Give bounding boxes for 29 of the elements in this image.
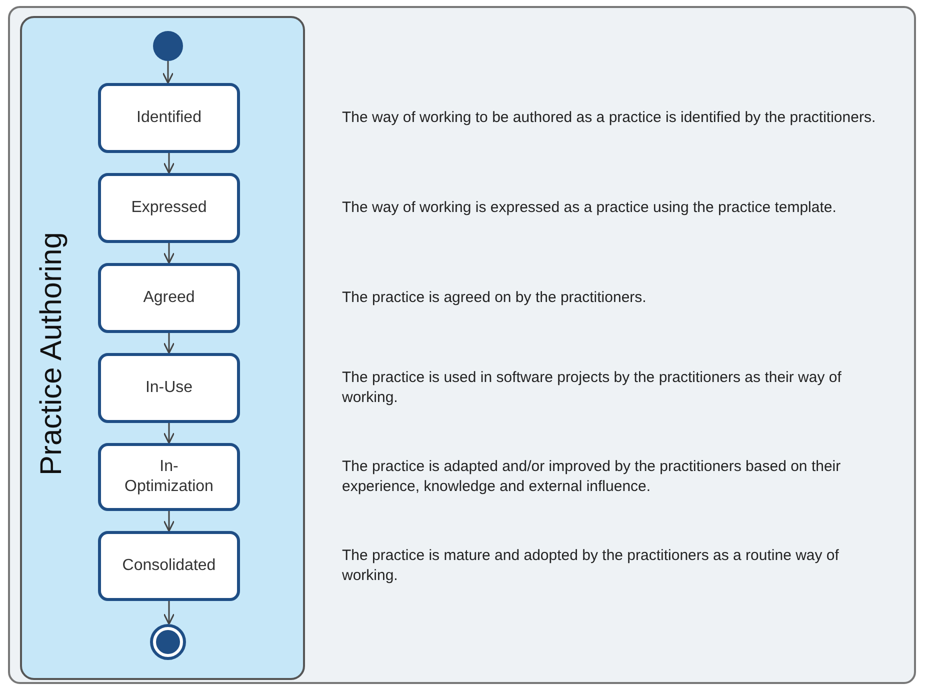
state-label: Expressed — [131, 198, 207, 218]
panel-title: Practice Authoring — [35, 232, 69, 476]
arrow — [162, 61, 174, 84]
final-state-circle — [150, 624, 186, 660]
state-label: Agreed — [143, 288, 195, 308]
description-text: The way of working to be authored as a practice is identified by the practitioners. — [342, 108, 877, 128]
arrow — [163, 511, 175, 532]
description-text: The practice is agreed on by the practitioners. — [342, 288, 648, 308]
arrow — [163, 601, 175, 625]
arrow — [163, 333, 175, 354]
state-box — [98, 531, 240, 601]
state-label: Consolidated — [122, 556, 216, 576]
state-box — [98, 83, 240, 153]
state-label: In-Use — [145, 378, 193, 398]
arrow — [163, 423, 175, 444]
state-box — [98, 443, 240, 511]
state-box — [98, 173, 240, 243]
state-label: Identified — [136, 108, 202, 128]
initial-state-circle — [153, 31, 183, 61]
swimlane-panel — [20, 16, 305, 680]
state-box — [98, 353, 240, 423]
arrow — [163, 153, 175, 174]
state-box — [98, 263, 240, 333]
description-text: The practice is adapted and/or improved by the practitioners based on their experience, knowledge and external influence. — [342, 456, 842, 497]
description-text: The practice is mature and adopted by the practitioners as a routine way of working. — [342, 546, 840, 586]
description-text: The way of working is expressed as a practice using the practice template. — [342, 198, 838, 218]
arrow — [163, 243, 175, 264]
description-text: The practice is used in software projects by the practitioners as their way of working. — [342, 368, 842, 408]
state-label: In-Optimization — [124, 457, 214, 497]
